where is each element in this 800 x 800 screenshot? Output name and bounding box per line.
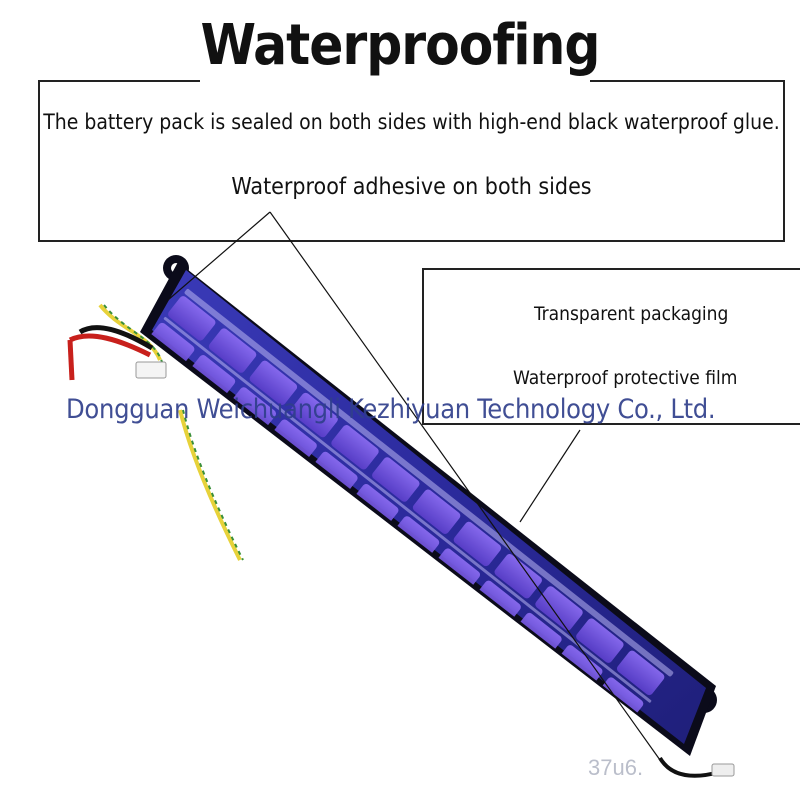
connector-left [135, 361, 167, 379]
wire-harness-left [67, 303, 244, 561]
page-title: Waterproofing [200, 13, 601, 78]
film-label: Waterproof protective film [513, 367, 738, 389]
leader-line-film [519, 429, 581, 523]
leader-line-adhesive-left [167, 211, 271, 301]
sealed-note: The battery pack is sealed on both sides… [43, 110, 780, 134]
company-watermark: Dongguan Weichuangli Kezhiyuan Technolog… [66, 394, 716, 425]
adhesive-label: Waterproof adhesive on both sides [231, 174, 592, 200]
connector-bottom [711, 763, 735, 777]
code-watermark: 37u6. [588, 755, 644, 780]
packaging-callout-box [422, 268, 800, 425]
packaging-label: Transparent packaging [534, 303, 729, 325]
title-gap [200, 76, 590, 86]
leader-line-adhesive-right [269, 211, 661, 761]
wire-bottom [658, 756, 721, 778]
